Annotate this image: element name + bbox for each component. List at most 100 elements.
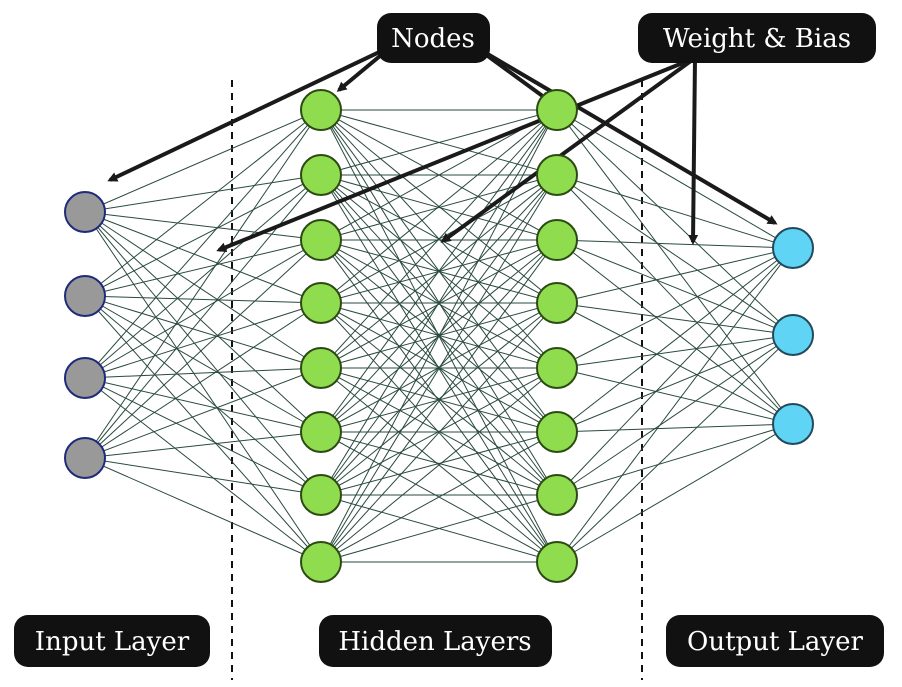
hidden-1-node <box>300 411 342 453</box>
connection-line <box>84 239 322 379</box>
connection-line <box>84 109 322 379</box>
connection-line <box>84 431 322 459</box>
connection-line <box>320 109 558 496</box>
nodes <box>64 89 814 583</box>
hidden-1-node <box>300 541 342 583</box>
output-layer-label: Output Layer <box>666 615 884 667</box>
output-layer-label-text: Output Layer <box>687 627 863 657</box>
connection-line <box>84 211 322 433</box>
hidden-layers-label-text: Hidden Layers <box>338 627 531 657</box>
connection-line <box>84 109 322 459</box>
hidden-2-node <box>536 154 578 196</box>
connection-line <box>320 109 558 304</box>
hidden-2-node <box>536 282 578 324</box>
input-layer-label-box <box>14 615 210 667</box>
connection-line <box>320 367 558 496</box>
nodes-callout-label: Nodes <box>391 24 475 54</box>
input-layer-label-text: Input Layer <box>35 627 190 657</box>
connection-line <box>84 174 322 459</box>
connection-line <box>84 295 322 369</box>
input-node <box>64 437 106 479</box>
output-node <box>772 403 814 445</box>
hidden-layers-label: Hidden Layers <box>319 615 552 667</box>
weight-bias-callout-box <box>638 13 876 63</box>
connection-line <box>320 431 558 563</box>
weight-bias-callout: Weight & Bias <box>638 13 876 63</box>
connection-line <box>320 494 558 563</box>
connection-line <box>320 431 558 496</box>
connection-line <box>556 423 794 563</box>
connection-line <box>84 174 322 379</box>
connection-line <box>84 239 322 297</box>
connection-line <box>84 377 322 433</box>
connection-line <box>556 423 794 433</box>
connection-line <box>556 174 794 249</box>
connections <box>84 109 794 563</box>
connection-line <box>320 302 558 496</box>
connection-line <box>556 109 794 425</box>
hidden-2-node <box>536 219 578 261</box>
weight-bias-arrow-middle <box>440 56 697 243</box>
connection-line <box>556 247 794 563</box>
connection-line <box>320 109 558 369</box>
connection-line <box>556 247 794 369</box>
connection-line <box>84 211 322 241</box>
connection-line <box>84 174 322 297</box>
connection-line <box>84 295 322 304</box>
hidden-1-node <box>300 154 342 196</box>
input-layer-label: Input Layer <box>14 615 210 667</box>
connection-line <box>556 423 794 496</box>
connection-line <box>556 109 794 249</box>
connection-line <box>556 247 794 496</box>
connection-line <box>84 174 322 213</box>
weight-bias-callout-label: Weight & Bias <box>663 24 851 54</box>
weight-bias-arrow-right <box>688 57 699 245</box>
output-node <box>772 314 814 356</box>
hidden-1-node <box>300 474 342 516</box>
nodes-arrow-output <box>472 44 778 225</box>
hidden-2-node <box>536 411 578 453</box>
connection-line <box>556 367 794 425</box>
hidden-1-node <box>300 219 342 261</box>
hidden-2-node <box>536 347 578 389</box>
connection-line <box>84 211 322 369</box>
connection-line <box>556 239 794 249</box>
connection-line <box>84 457 322 496</box>
connection-line <box>84 211 322 563</box>
nodes-arrow-input <box>107 44 393 182</box>
connection-line <box>84 109 322 297</box>
connection-line <box>556 247 794 304</box>
input-node <box>64 275 106 317</box>
output-layer-label-box <box>666 615 884 667</box>
annotation-arrows <box>107 44 778 253</box>
hidden-2-node <box>536 89 578 131</box>
connection-line <box>320 239 558 496</box>
connection-line <box>84 367 322 379</box>
weight-bias-arrow-left <box>216 56 696 253</box>
connection-line <box>556 247 794 433</box>
connection-line <box>320 109 558 176</box>
connection-line <box>84 302 322 459</box>
connection-line <box>84 295 322 433</box>
hidden-1-node <box>300 347 342 389</box>
connection-line <box>84 377 322 496</box>
connection-line <box>84 211 322 496</box>
connection-line <box>320 302 558 563</box>
hidden-1-node <box>300 89 342 131</box>
connection-line <box>556 334 794 563</box>
connection-line <box>84 302 322 379</box>
nodes-callout: Nodes <box>377 13 490 63</box>
connection-line <box>84 239 322 459</box>
hidden-2-node <box>536 541 578 583</box>
connection-line <box>556 302 794 425</box>
connection-line <box>84 457 322 563</box>
connection-line <box>320 109 558 433</box>
hidden-layers-label-box <box>319 615 552 667</box>
hidden-1-node <box>300 282 342 324</box>
layer-dividers <box>231 80 643 680</box>
connection-line <box>320 239 558 563</box>
input-node <box>64 191 106 233</box>
connection-line <box>556 174 794 336</box>
connection-line <box>84 211 322 304</box>
